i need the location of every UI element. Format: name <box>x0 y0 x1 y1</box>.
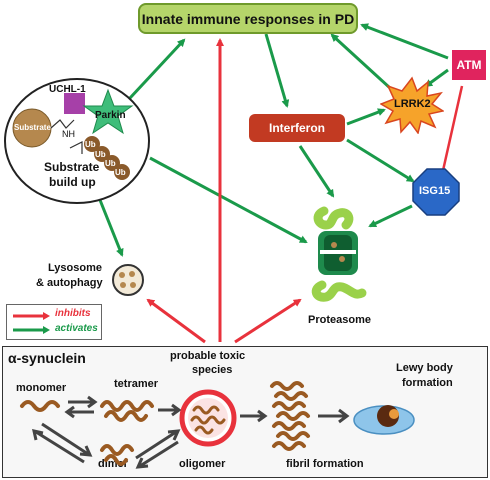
ub-ball-1 <box>84 136 100 152</box>
proteasome-icon <box>311 206 367 302</box>
eq-arrow-left-1 <box>64 405 94 419</box>
legend-activate-line <box>13 326 50 334</box>
interferon-box: Interferon <box>249 114 345 142</box>
innate-immune-title: Innate immune responses in PD <box>138 3 358 34</box>
synuclein-title: α-synuclein <box>8 350 86 366</box>
arrow-ellipse-to-proteasome <box>149 156 308 244</box>
synuclein-illustrations <box>20 381 415 469</box>
eq-arrow-right-1 <box>68 395 98 409</box>
arrow-interferon-to-proteasome <box>298 145 335 198</box>
arrow-ellipse-to-lysosome <box>98 199 124 257</box>
arrow-oligomer-to-dimer <box>135 440 179 469</box>
arrow-synuclein-to-proteasome <box>234 298 302 344</box>
substrate-carbonyl <box>69 141 83 154</box>
dimer-squiggle-2 <box>104 454 128 466</box>
lysosome-icon <box>112 264 144 296</box>
tetramer-squiggle <box>100 400 154 412</box>
substrate-ellipse-group <box>4 78 150 204</box>
arrow-isg15-to-proteasome <box>368 204 413 228</box>
lewy-body-line2: formation <box>402 377 453 389</box>
parkin-star <box>82 88 134 135</box>
toxic-species-line2: species <box>192 364 233 376</box>
fibril-formation-label: fibril formation <box>286 458 364 470</box>
arrow-atm-to-lrrk2 <box>424 68 449 88</box>
ub-label-1: Ub <box>85 140 96 149</box>
ub-label-3: Ub <box>105 159 116 168</box>
proteasome-label: Proteasome <box>308 314 371 326</box>
atm-box: ATM <box>452 50 486 80</box>
arrow-synuclein-to-lysosome <box>146 298 206 344</box>
tetramer-squiggle-2 <box>104 410 148 422</box>
legend-inhibits-label: inhibits <box>55 308 91 319</box>
arrow-tetramer-to-oligomer <box>158 403 182 417</box>
lewy-nucleus <box>389 409 399 419</box>
arrow-oligomer-to-fibril <box>240 409 268 423</box>
arrow-monomer-to-dimer <box>41 422 93 457</box>
toxic-species-line1: probable toxic <box>170 350 246 362</box>
ub-label-2: Ub <box>95 150 106 159</box>
lewy-body-line1: Lewy body <box>396 362 453 374</box>
legend-box: inhibits activates <box>6 304 102 340</box>
arrow-atm-to-isg15 <box>439 85 464 177</box>
monomer-label: monomer <box>16 382 67 394</box>
substrate-linker <box>50 119 75 129</box>
substrate-buildup-line2: build up <box>49 175 96 189</box>
oligomer-label: oligomer <box>179 458 226 470</box>
uchl1-square <box>64 93 85 114</box>
fibril-stack <box>270 381 310 451</box>
arrow-atm-to-innate <box>360 23 449 60</box>
dimer-squiggle <box>100 444 134 456</box>
oligomer-squiggles <box>190 405 226 435</box>
parkin-label: Parkin <box>95 110 126 121</box>
arrow-ellipse-to-innate <box>128 38 186 100</box>
lysosome-label-line2: & autophagy <box>36 277 103 289</box>
arrow-dimer-to-oligomer <box>135 429 181 460</box>
arrow-fibril-to-lewy <box>318 408 350 424</box>
lysosome-label-line1: Lysosome <box>48 262 103 274</box>
substrate-buildup-line1: Substrate <box>44 160 100 174</box>
arrow-innate-to-interferon <box>264 33 290 108</box>
substrate-ball-label: Substrate <box>14 123 51 132</box>
arrow-lrrk2-to-innate <box>330 33 392 90</box>
lrrk2-label: LRRK2 <box>394 98 431 110</box>
monomer-squiggle <box>20 400 60 412</box>
arrow-interferon-to-isg15 <box>346 138 415 183</box>
legend-inhibit-line <box>13 312 50 320</box>
ub-label-4: Ub <box>115 168 126 177</box>
arrow-interferon-to-lrrk2 <box>346 108 386 126</box>
legend-activates-label: activates <box>55 323 98 334</box>
isg15-label: ISG15 <box>419 185 451 197</box>
uchl1-label: UCHL-1 <box>49 84 86 95</box>
lrrk2-starburst <box>380 76 444 134</box>
tetramer-label: tetramer <box>114 378 159 390</box>
isg15-octagon <box>412 168 460 216</box>
nh-label: NH <box>62 129 75 139</box>
arrow-dimer-to-monomer <box>32 429 85 464</box>
ub-ball-4 <box>114 164 130 180</box>
